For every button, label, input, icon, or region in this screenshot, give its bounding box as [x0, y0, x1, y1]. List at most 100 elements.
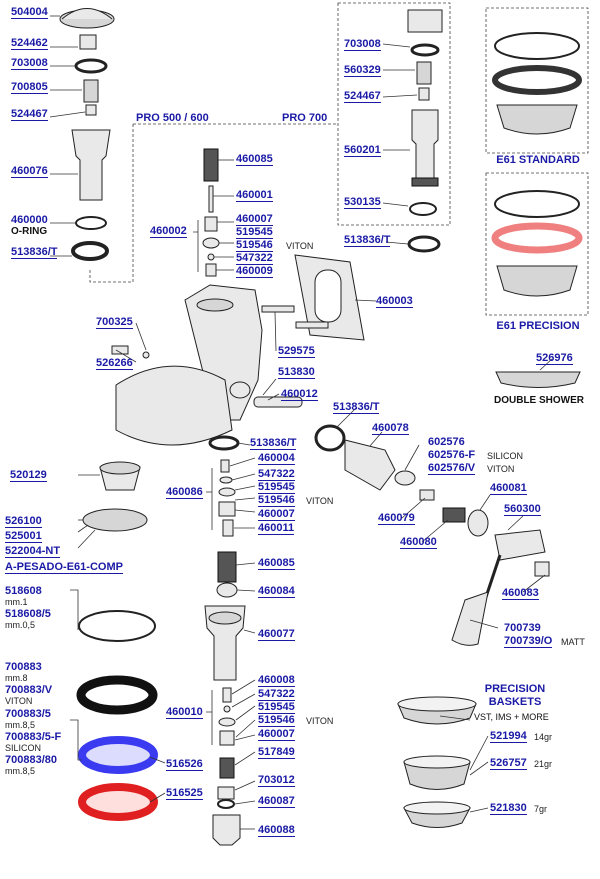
note-14gr: 14gr: [534, 732, 553, 742]
label-460085-mid: 460085: [258, 557, 295, 570]
thin-shim-part: [78, 610, 156, 642]
valve-seat-part: [204, 216, 218, 232]
seal-bottom-part: [218, 717, 236, 727]
label-700883-80: 700883/80: [5, 754, 57, 766]
label-460085-top: 460085: [236, 153, 273, 166]
label-460086: 460086: [166, 486, 203, 499]
label-460088: 460088: [258, 824, 295, 837]
note-21gr: 21gr: [534, 759, 553, 769]
title-precision: PRECISION: [484, 683, 546, 695]
valve-pin-bottom: [222, 687, 232, 703]
label-513836t: 513836/T: [11, 246, 58, 259]
label-460087: 460087: [258, 795, 295, 808]
e61-top-ring: [494, 32, 580, 60]
screw-washer-part: [142, 351, 150, 359]
label-460081: 460081: [490, 482, 527, 495]
valve-body-part: [71, 129, 111, 201]
label-700883-5-f: 700883/5-F: [5, 731, 62, 743]
double-shower-part: [495, 371, 581, 388]
label-460001: 460001: [236, 189, 273, 202]
label-a-pesado-e61-comp: A-PESADO-E61-COMP: [5, 561, 123, 574]
group-inlet: [196, 298, 234, 312]
cap-part: [407, 9, 443, 33]
label-519546-top: 519546: [236, 239, 273, 252]
lever-housing-part: [344, 439, 396, 491]
label-526976: 526976: [536, 352, 573, 365]
label-526266: 526266: [96, 357, 133, 370]
label-602576: 602576: [428, 436, 465, 448]
label-703012: 703012: [258, 774, 295, 787]
label-547322-mid: 547322: [258, 468, 295, 481]
label-518608: 518608: [5, 585, 42, 597]
label-460078: 460078: [372, 422, 409, 435]
label-703008: 703008: [11, 57, 48, 70]
set-screw-part: [534, 561, 550, 577]
note-viton-bottom: VITON: [306, 716, 334, 726]
cap-mid-part: [216, 582, 238, 598]
label-460007-bottom: 460007: [258, 728, 295, 741]
cap-bottom-part: [217, 786, 235, 800]
label-460079: 460079: [378, 512, 415, 525]
note-silicon-700883: SILICON: [5, 743, 42, 753]
shower-screen-dome: [61, 8, 113, 20]
lever-pivot-part: [467, 509, 489, 537]
label-521994: 521994: [490, 730, 527, 743]
spring-part: [203, 148, 219, 182]
precision-basket-1-rim: [397, 696, 477, 712]
dashed-box-e61-standard: [485, 7, 589, 154]
e61-precision-basket: [496, 265, 578, 297]
lever-spring-part: [442, 507, 466, 523]
e61-standard-basket: [496, 104, 578, 135]
label-700325: 700325: [96, 316, 133, 329]
nut-bottom-part: [212, 814, 241, 846]
seat-bottom-part: [219, 730, 235, 746]
label-703008-right: 703008: [344, 38, 381, 51]
label-460007-mid: 460007: [258, 508, 295, 521]
dashed-bracket-left: [89, 124, 134, 283]
label-530135: 530135: [344, 196, 381, 209]
pro700-valve-body: [411, 109, 439, 179]
valve-body-mid-part: [204, 605, 246, 681]
small-oring-part: [207, 253, 215, 261]
label-460012: 460012: [281, 388, 318, 401]
shower-plate-part: [82, 508, 148, 532]
label-519546-mid: 519546: [258, 494, 295, 507]
dashed-box-pro700-parts: [337, 2, 451, 226]
note-viton-lever: VITON: [487, 464, 515, 474]
leader-lines: [49, 15, 553, 830]
note-silicon-lever: SILICON: [487, 451, 524, 461]
label-700883: 700883: [5, 661, 42, 673]
cup-part: [205, 263, 217, 277]
label-516525: 516525: [166, 787, 203, 800]
note-viton-mid: VITON: [306, 496, 334, 506]
label-560300: 560300: [504, 503, 541, 516]
valve-pin-mid: [220, 459, 230, 473]
note-mm85a: mm.8,5: [5, 720, 36, 730]
label-519545-mid: 519545: [258, 481, 295, 494]
spacer-part: [419, 489, 435, 501]
label-oring: O-RING: [11, 226, 48, 237]
label-504004: 504004: [11, 6, 48, 19]
label-524467: 524467: [11, 108, 48, 121]
label-513836t-cam: 513836/T: [333, 401, 380, 414]
label-700739-o: 700739/O: [504, 635, 553, 648]
oring-right-part: [409, 202, 437, 216]
stud-bolt-part: [261, 305, 295, 313]
label-700805: 700805: [11, 81, 48, 94]
label-pro700: PRO 700: [282, 112, 328, 124]
washer-bottom-part: [217, 799, 235, 809]
group-gasket-part: [76, 675, 158, 715]
blue-gasket-part: [78, 736, 158, 774]
oring-part: [75, 216, 107, 230]
jet-right-part: [418, 87, 430, 101]
seal-part: [202, 237, 220, 249]
label-double-shower: DOUBLE SHOWER: [494, 395, 584, 406]
e61-precision-top-ring: [494, 190, 580, 218]
label-700883-5: 700883/5: [5, 708, 51, 720]
seal-mid-part: [218, 487, 236, 497]
gasket-mid-part: [208, 435, 240, 451]
title-baskets: BASKETS: [488, 696, 542, 708]
filter-part: [83, 79, 99, 103]
